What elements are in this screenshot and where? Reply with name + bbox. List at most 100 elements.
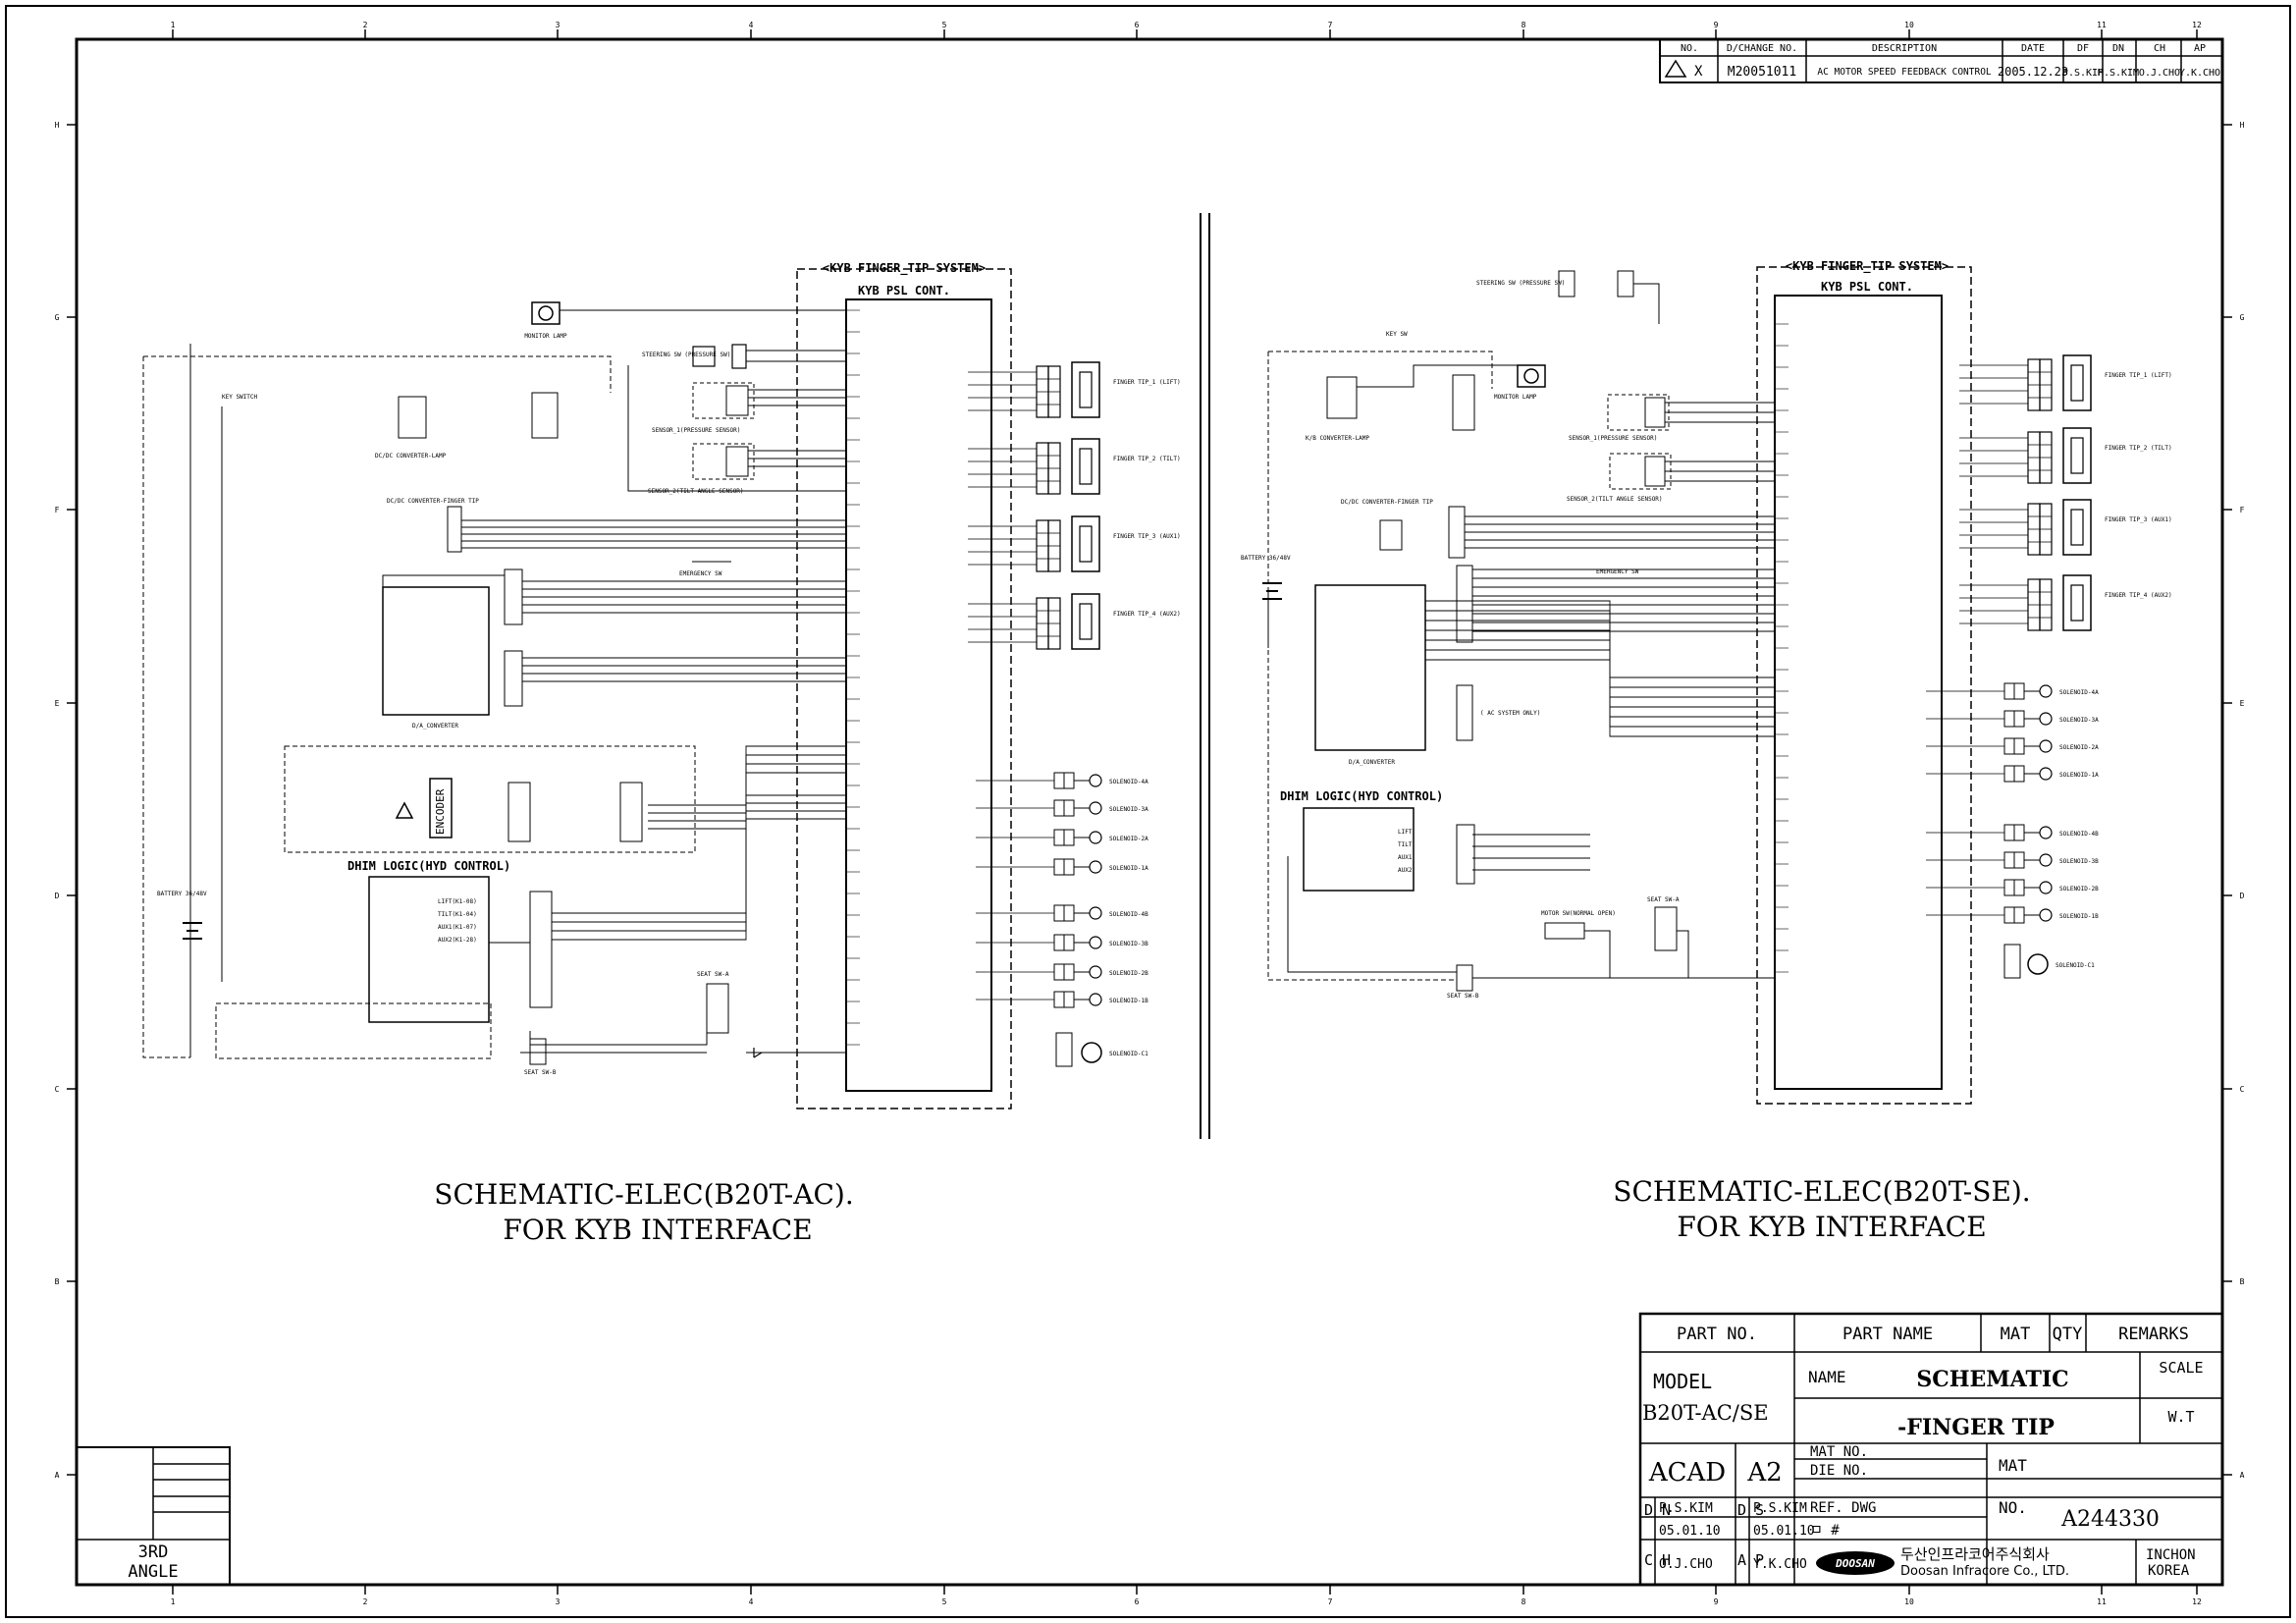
rev-row-change: M20051011 — [1728, 65, 1796, 80]
svg-text:P.S.KIM: P.S.KIM — [1753, 1501, 1807, 1516]
border-row-letter: D — [2240, 892, 2245, 900]
border-row-letter: B — [2240, 1277, 2245, 1286]
svg-text:SENSOR_2(TILT ANGLE SENSOR): SENSOR_2(TILT ANGLE SENSOR) — [1567, 496, 1663, 503]
svg-text:KEY SW: KEY SW — [1386, 331, 1408, 338]
title-block: PART NO. PART NAME MAT QTY REMARKS MODEL… — [1638, 1312, 2224, 1587]
svg-text:EMERGENCY SW: EMERGENCY SW — [1596, 568, 1639, 575]
svg-text:PART NAME: PART NAME — [1842, 1325, 1933, 1344]
svg-text:DHIM LOGIC(HYD CONTROL): DHIM LOGIC(HYD CONTROL) — [347, 859, 510, 873]
border-row-letter: G — [55, 313, 60, 322]
svg-text:두산인프라코어주식회사: 두산인프라코어주식회사 — [1900, 1545, 2050, 1563]
rev-header-change: D/CHANGE NO. — [1727, 43, 1797, 54]
solenoid-unit: SOLENOID-4B — [976, 904, 1148, 922]
svg-text:ENCODER: ENCODER — [434, 788, 447, 835]
svg-text:LIFT: LIFT — [1398, 829, 1413, 836]
svg-text:Doosan Infracore Co., LTD.: Doosan Infracore Co., LTD. — [1900, 1564, 2069, 1579]
right-title-line2: FOR KYB INTERFACE — [1677, 1211, 1986, 1243]
left-system-label: <KYB FINGER_TIP SYSTEM> — [823, 261, 986, 276]
rev-header-df: DF — [2077, 43, 2089, 54]
svg-text:05.01.10: 05.01.10 — [1659, 1524, 1721, 1539]
border-col-number: 11 — [2097, 1597, 2107, 1606]
svg-text:KEY SWITCH: KEY SWITCH — [222, 394, 258, 401]
rev-row-date: 2005.12.23 — [1998, 65, 2068, 79]
finger-tip-unit: FINGER TIP_4 (AUX2) — [968, 593, 1181, 650]
border-col-number: 7 — [1328, 21, 1333, 29]
left-warning-triangle-icon — [395, 801, 414, 819]
left-system-boundary — [796, 268, 1012, 1109]
finger-tip-label: FINGER TIP_2 (TILT) — [1113, 456, 1181, 462]
finger-tip-label: FINGER TIP_1 (LIFT) — [2105, 372, 2172, 379]
svg-text:Y.K.CHO: Y.K.CHO — [1753, 1557, 1807, 1572]
solenoid-unit: SOLENOID-3A — [976, 799, 1148, 817]
svg-text:EMERGENCY SW: EMERGENCY SW — [679, 570, 722, 577]
rev-header-ap: AP — [2194, 43, 2206, 54]
revision-triangle-icon — [1664, 59, 1687, 78]
finger-tip-label: FINGER TIP_3 (AUX1) — [1113, 533, 1181, 540]
border-col-number: 5 — [942, 21, 947, 29]
svg-text:PART NO.: PART NO. — [1677, 1325, 1757, 1344]
solenoid-label: SOLENOID-2A — [2059, 744, 2099, 751]
solenoid-c1-label: SOLENOID-C1 — [1109, 1051, 1148, 1057]
border-col-number: 4 — [749, 1597, 754, 1606]
border-row-letter: E — [55, 699, 60, 708]
svg-text:C H: C H — [1644, 1551, 1671, 1569]
rev-header-ch: CH — [2154, 43, 2165, 54]
solenoid-label: SOLENOID-3A — [1109, 806, 1148, 813]
left-psl-controller — [845, 298, 992, 1092]
svg-text:MODEL: MODEL — [1653, 1370, 1712, 1393]
solenoid-label: SOLENOID-1B — [1109, 998, 1148, 1004]
border-col-number: 1 — [171, 1597, 176, 1606]
svg-text:3RD: 3RD — [138, 1542, 169, 1562]
outer-frame — [5, 5, 2291, 1618]
solenoid-label: SOLENOID-1A — [2059, 772, 2099, 779]
finger-tip-label: FINGER TIP_4 (AUX2) — [1113, 611, 1181, 618]
solenoid-label: SOLENOID-2B — [2059, 886, 2099, 893]
right-schematic: <KYB FINGER_TIP SYSTEM> KYB PSL CONT. ST… — [1241, 259, 2172, 1105]
svg-text:TILT(K1-04): TILT(K1-04) — [438, 911, 477, 918]
rev-header-no: NO. — [1681, 43, 1698, 54]
svg-text:DC/DC CONVERTER-LAMP: DC/DC CONVERTER-LAMP — [375, 453, 447, 460]
svg-text:B20T-AC/SE: B20T-AC/SE — [1642, 1401, 1769, 1425]
svg-text:MAT: MAT — [1999, 1456, 2027, 1475]
svg-text:TILT: TILT — [1398, 841, 1413, 848]
svg-text:-FINGER TIP: -FINGER TIP — [1897, 1415, 2055, 1440]
finger-tip-unit: FINGER TIP_2 (TILT) — [968, 438, 1181, 495]
border-col-number: 12 — [2192, 1597, 2202, 1606]
left-monitor-lamp — [531, 301, 561, 325]
svg-text:DC/DC CONVERTER-FINGER TIP: DC/DC CONVERTER-FINGER TIP — [387, 498, 479, 505]
svg-text:D S: D S — [1737, 1501, 1764, 1519]
left-sensor2 — [692, 443, 755, 480]
svg-text:NO.: NO. — [1999, 1498, 2027, 1517]
rev-row-ch: O.J.CHO — [2139, 68, 2180, 79]
revision-block: NO. D/CHANGE NO. DESCRIPTION DATE DF DN … — [1659, 38, 2223, 83]
svg-text:AUX1(K1-07): AUX1(K1-07) — [438, 924, 477, 931]
solenoid-unit: SOLENOID-1A — [976, 858, 1148, 876]
left-monitor-lamp-label: MONITOR LAMP — [524, 333, 567, 340]
border-col-number: 7 — [1328, 1597, 1333, 1606]
solenoid-unit: SOLENOID-4A — [976, 772, 1148, 789]
solenoid-unit: SOLENOID-2B — [976, 963, 1148, 981]
svg-text:QTY: QTY — [2053, 1325, 2083, 1344]
border-col-number: 1 — [171, 21, 176, 29]
border-col-number: 2 — [363, 1597, 368, 1606]
svg-text:MAT NO.: MAT NO. — [1810, 1444, 1868, 1460]
svg-text:AUX2(K1-28): AUX2(K1-28) — [438, 937, 477, 944]
border-row-letter: G — [2240, 313, 2245, 322]
solenoid-label: SOLENOID-4B — [2059, 831, 2099, 838]
finger-tip-unit: FINGER TIP_4 (AUX2) — [1959, 574, 2172, 631]
svg-text:KYB PSL CONT.: KYB PSL CONT. — [1821, 280, 1913, 294]
finger-tip-unit: FINGER TIP_1 (LIFT) — [968, 361, 1181, 418]
svg-text:SCALE: SCALE — [2159, 1359, 2203, 1377]
svg-text:W.T: W.T — [2167, 1408, 2194, 1426]
svg-text:SENSOR_1(PRESSURE SENSOR): SENSOR_1(PRESSURE SENSOR) — [1569, 435, 1657, 442]
border-col-number: 8 — [1522, 1597, 1526, 1606]
svg-text:O.J.CHO: O.J.CHO — [1659, 1557, 1713, 1572]
rev-row-dn: P.S.KIM — [2098, 68, 2139, 79]
svg-text:SCHEMATIC: SCHEMATIC — [1916, 1367, 2068, 1392]
svg-text:DOOSAN: DOOSAN — [1835, 1557, 1875, 1570]
svg-text:AUX2: AUX2 — [1398, 867, 1413, 874]
finger-tip-label: FINGER TIP_3 (AUX1) — [2105, 516, 2172, 523]
finger-tip-unit: FINGER TIP_2 (TILT) — [1959, 427, 2172, 484]
svg-text:<KYB FINGER_TIP SYSTEM>: <KYB FINGER_TIP SYSTEM> — [1786, 259, 1949, 274]
